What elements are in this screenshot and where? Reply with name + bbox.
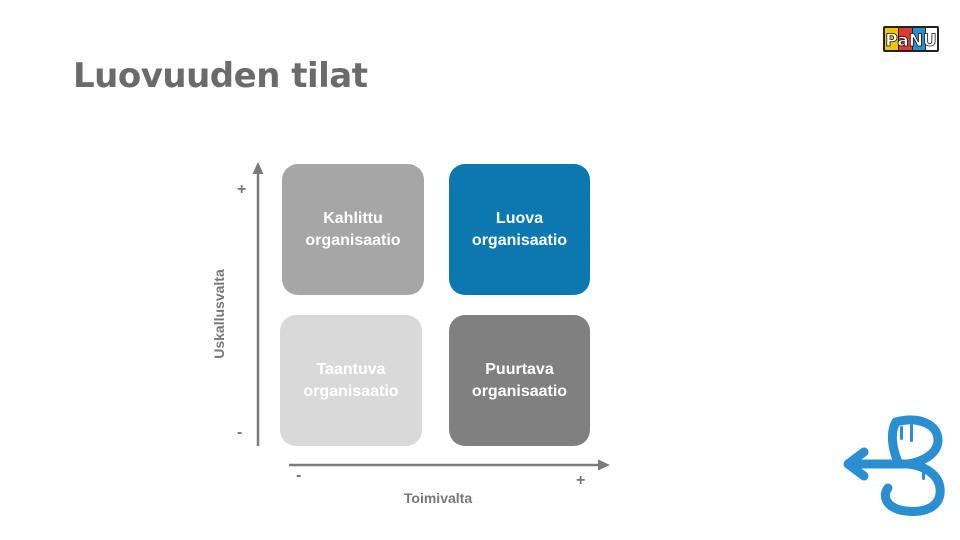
svg-text:PaNU: PaNU (885, 31, 937, 51)
quadrant-bottom-right-line1: Puurtava (485, 360, 554, 378)
x-axis-minus: - (296, 467, 302, 484)
x-axis-plus: + (576, 472, 586, 489)
x-axis-label: Toimivalta (403, 490, 473, 506)
page-title: Luovuuden tilat (73, 56, 368, 96)
quadrant-bottom-left-line2: organisaatio (303, 382, 399, 400)
y-axis-label: Uskallusvalta (211, 269, 227, 359)
panu-logo-icon: PaNU (883, 26, 939, 52)
quadrant-top-right-line2: organisaatio (471, 231, 568, 249)
quadrant-top-right-line1: Luova (495, 209, 544, 227)
quadrant-top-left: Kahlittu organisaatio (282, 164, 424, 295)
quadrant-bottom-left-line1: Taantuva (316, 360, 386, 378)
quadrant-top-left-line2: organisaatio (305, 231, 401, 249)
quadrant-bottom-right-line2: organisaatio (471, 382, 568, 400)
y-axis-arrow-icon (252, 162, 264, 174)
quadrant-top-right: Luova organisaatio (449, 164, 590, 295)
x-axis-arrow-icon (598, 459, 610, 471)
y-axis-minus: - (237, 424, 243, 441)
quadrant-top-left-line1: Kahlittu (323, 209, 383, 227)
y-axis-plus: + (237, 181, 247, 198)
blue-b-arrow-icon (843, 415, 945, 516)
quadrant-bottom-right: Puurtava organisaatio (449, 315, 590, 446)
quadrant-bottom-left: Taantuva organisaatio (280, 315, 422, 446)
